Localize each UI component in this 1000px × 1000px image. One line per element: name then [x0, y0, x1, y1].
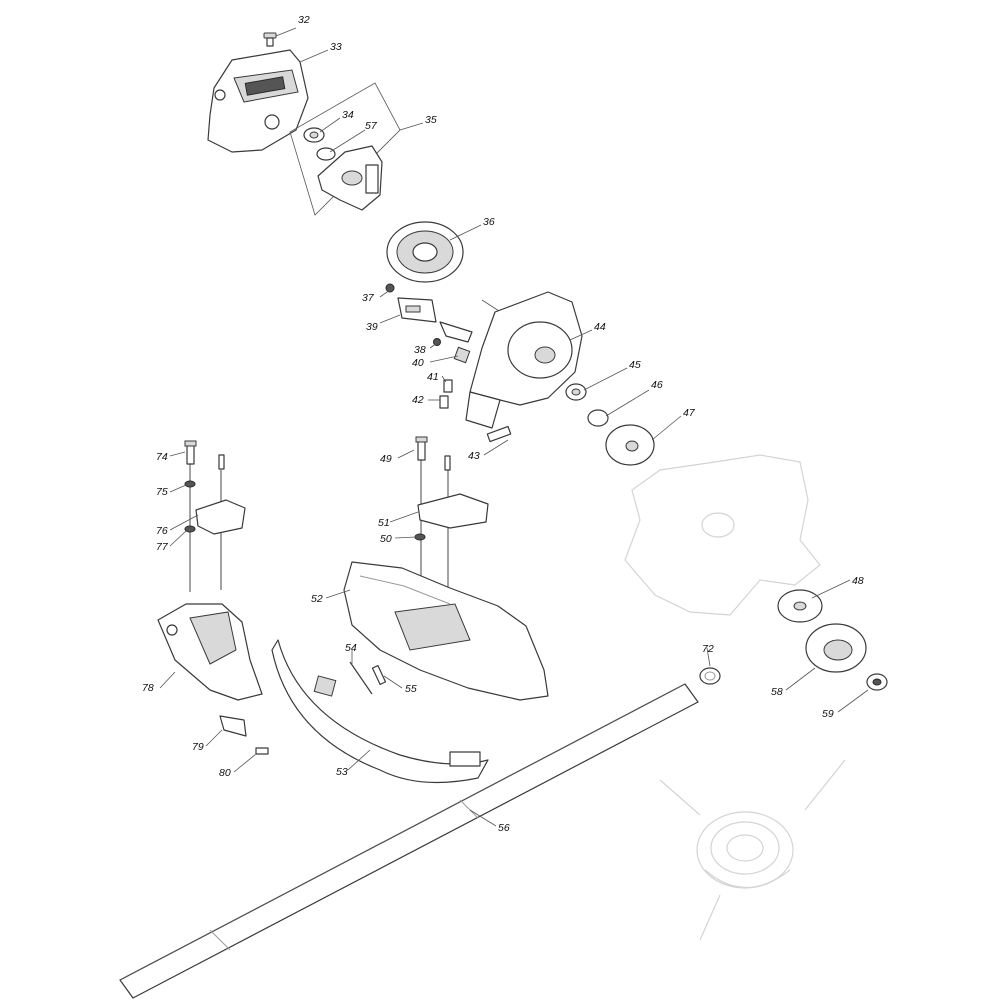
- part-49-bolt: [415, 436, 428, 461]
- callout-44: 44: [594, 321, 606, 333]
- callout-39: 39: [366, 321, 378, 333]
- callout-79: 79: [192, 741, 204, 753]
- callout-48: 48: [852, 575, 864, 587]
- callout-43: 43: [468, 450, 480, 462]
- callout-36: 36: [483, 216, 495, 228]
- callout-58: 58: [771, 686, 783, 698]
- part-50-nut: [414, 533, 426, 541]
- callout-35: 35: [425, 114, 437, 126]
- callout-77: 77: [156, 541, 169, 553]
- part-79-plate: [219, 715, 247, 737]
- callout-53: 53: [336, 766, 348, 778]
- part-77-nut: [184, 525, 196, 533]
- ghost-blade: [624, 454, 821, 616]
- part-74-second-bolt: [218, 454, 225, 470]
- callout-54: 54: [345, 642, 357, 654]
- callout-75: 75: [156, 486, 168, 498]
- callout-52: 52: [311, 593, 323, 605]
- callout-49: 49: [380, 453, 392, 465]
- callout-40: 40: [412, 357, 424, 369]
- part-55-screw: [371, 664, 387, 686]
- part-42-screw: [439, 395, 449, 409]
- part-43-bolt: [486, 425, 512, 443]
- part-51-bracket: [417, 493, 489, 529]
- callout-59: 59: [822, 708, 834, 720]
- part-75-washer: [184, 480, 196, 488]
- part-56-shaft: [119, 683, 699, 999]
- part-38-link: [439, 321, 473, 343]
- part-52-guard: [343, 561, 549, 701]
- part-46-snap-ring: [587, 409, 609, 427]
- callout-38: 38: [414, 344, 426, 356]
- part-59-nut: [866, 673, 888, 691]
- part-36-gear-plate: [386, 221, 464, 283]
- part-78-guard: [157, 603, 263, 701]
- callout-41: 41: [427, 371, 439, 383]
- callout-labels: 32 33 34 57 35 36 37 39 38 40 41 42 44 4…: [142, 14, 864, 834]
- callout-72: 72: [702, 643, 714, 655]
- callout-76: 76: [156, 525, 168, 537]
- part-48-washer: [777, 589, 823, 623]
- callout-51: 51: [378, 517, 390, 529]
- callout-47: 47: [683, 407, 696, 419]
- part-32-screw: [263, 32, 277, 47]
- part-57-ring: [316, 147, 336, 161]
- part-53-skirt: [271, 639, 489, 784]
- part-76-bracket: [195, 499, 246, 535]
- part-37-screw: [385, 283, 395, 293]
- callout-50: 50: [380, 533, 392, 545]
- callout-34: 34: [342, 109, 354, 121]
- callout-57: 57: [365, 120, 378, 132]
- part-58-cup: [805, 623, 867, 673]
- part-74-bolt: [184, 440, 197, 465]
- ghost-trimmer-head: [659, 759, 846, 941]
- callout-55: 55: [405, 683, 417, 695]
- part-40-clip: [453, 346, 471, 364]
- part-47-flange: [605, 424, 655, 466]
- callout-42: 42: [412, 394, 424, 406]
- part-72-ring: [699, 667, 721, 685]
- callout-37: 37: [362, 292, 375, 304]
- part-35-housing: [317, 145, 383, 211]
- callout-33: 33: [330, 41, 342, 53]
- part-38-washer: [433, 338, 441, 346]
- callout-56: 56: [498, 822, 510, 834]
- part-45-bearing: [565, 383, 587, 401]
- part-41-screw: [443, 379, 453, 393]
- callout-32: 32: [298, 14, 310, 26]
- callout-74: 74: [156, 451, 168, 463]
- callout-78: 78: [142, 682, 154, 694]
- leader-lines: [159, 27, 869, 827]
- part-39-plate: [397, 297, 437, 323]
- part-54-knife: [349, 661, 373, 695]
- part-34-bearing: [303, 127, 325, 143]
- callout-80: 80: [219, 767, 231, 779]
- part-44-gear-case: [465, 291, 583, 429]
- callout-46: 46: [651, 379, 663, 391]
- part-33-cover: [207, 49, 309, 153]
- callout-45: 45: [629, 359, 641, 371]
- part-80-screw: [255, 747, 269, 755]
- part-49-second-bolt: [444, 455, 451, 471]
